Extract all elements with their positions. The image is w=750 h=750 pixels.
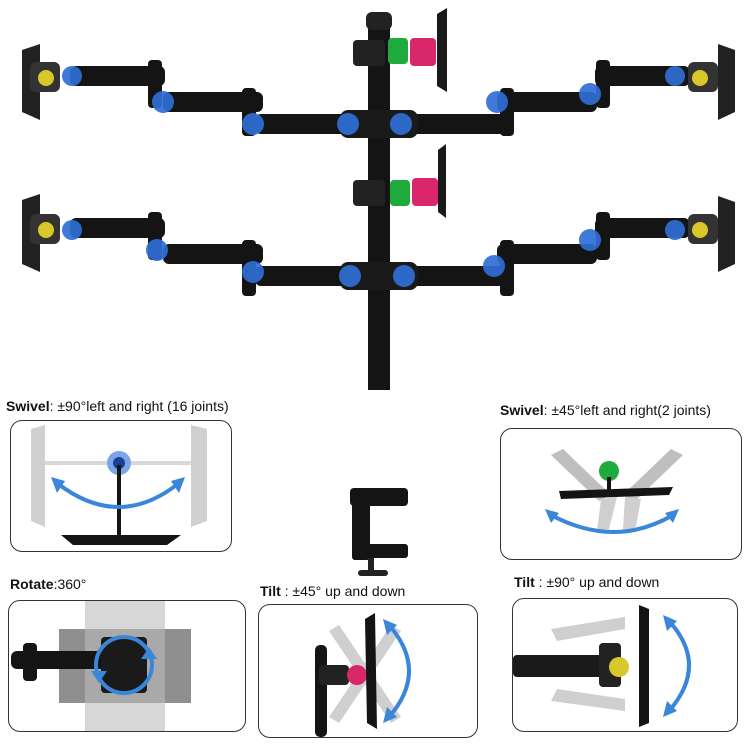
swivel-joint-green-icon	[599, 461, 619, 481]
upper-left-arms	[22, 44, 370, 136]
tilt-joints	[38, 70, 708, 238]
rotate-panel	[8, 600, 246, 732]
caption-swivel-right: Swivel: ±45°left and right(2 joints)	[500, 402, 711, 418]
swivel-arrow-icon	[550, 513, 675, 534]
tilt-arrow-icon	[667, 619, 691, 713]
swivel-joints	[62, 66, 685, 287]
swivel-90-panel	[10, 420, 232, 552]
tilt-arrow-icon	[387, 623, 411, 719]
middle-center-monitor	[353, 144, 446, 218]
tilt-90-panel	[512, 598, 738, 732]
top-center-monitor	[353, 8, 447, 92]
lower-left-arms	[22, 194, 370, 296]
caption-rotate: Rotate:360°	[10, 576, 87, 592]
pole-cap	[366, 12, 392, 30]
tilt-45-panel	[258, 604, 478, 738]
swivel-45-panel	[500, 428, 742, 560]
caption-tilt-right: Tilt : ±90° up and down	[514, 574, 660, 590]
caption-swivel-left: Swivel: ±90°left and right (16 joints)	[6, 398, 229, 414]
desk-clamp	[350, 488, 408, 576]
lower-right-arms	[390, 196, 735, 296]
monitor-mount-illustration	[22, 8, 735, 390]
swivel-arrow-icon	[55, 481, 181, 509]
caption-tilt-mid: Tilt : ±45° up and down	[260, 583, 406, 599]
